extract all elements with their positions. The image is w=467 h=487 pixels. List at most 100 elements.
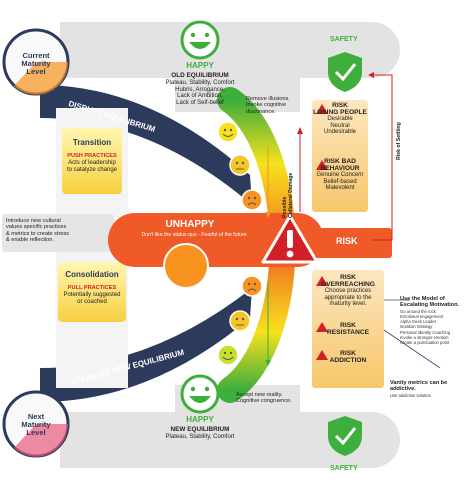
accept-reality-note: Accept new reality. Cognitive congruence… (236, 392, 316, 405)
risk-title: RISK (340, 350, 356, 357)
consolidation-card-bg (58, 262, 126, 322)
neutral-face-icon-2 (229, 310, 251, 332)
remove-note-line: Invoke cognitive (246, 102, 287, 109)
consolidation-line: or coached (77, 298, 107, 305)
accept-note-line: Accept new reality. (236, 392, 283, 398)
current-maturity-circle (2, 28, 70, 96)
smile-face-icon-1 (217, 121, 239, 143)
risk-addiction: RISK ADDICTION (312, 350, 384, 364)
warning-icon-5 (316, 350, 328, 360)
risk-title: OVERREACHING (321, 281, 375, 288)
top-shield-check-icon (328, 52, 362, 92)
model-note-item: Isolation Strategy (400, 324, 433, 330)
next-maturity-circle (2, 390, 70, 458)
risk-title: BEHAVIOUR (320, 165, 360, 172)
risk-line: Malevolent (325, 185, 355, 192)
top-grey-bar (60, 22, 400, 112)
next-maturity-level: Next Maturity Level (6, 413, 66, 437)
risk-title: ADDICTION (329, 357, 367, 364)
next-level-word: Next (27, 412, 45, 421)
warning-icon-1 (316, 104, 328, 114)
top-line: Lack of Self-belief (176, 99, 224, 106)
top-description: Plateau, Stability, Comfort Hubris, Arro… (150, 80, 250, 106)
risk-of-settling-label: Risk of Settling (396, 122, 402, 160)
next-level-word: Level (26, 428, 46, 437)
unhappy-label: UNHAPPY (165, 219, 215, 230)
transition-line: to catalyze change (66, 166, 118, 173)
bottom-happy-face-icon (180, 374, 220, 414)
warning-icon-3 (316, 276, 328, 286)
transition-title: Transition (72, 138, 112, 147)
risk-line: appropriate to the (324, 294, 372, 301)
current-level-word: Current (22, 51, 50, 60)
warning-icon-4 (316, 322, 328, 332)
consolidation-sub: PULL PRACTICES (67, 285, 117, 291)
vanity-note-item: Use addiction solution (390, 392, 431, 398)
remove-note-line: dissonance. (246, 108, 276, 115)
neutral-face-icon (229, 154, 251, 176)
model-note-item: Personal Identity Coaching (400, 329, 451, 335)
transition-card-bg (62, 128, 122, 194)
risk-losing-people: RISK LOSING PEOPLE Desirable Neutral Und… (312, 102, 368, 136)
model-note-item: Emotional engagement (400, 314, 444, 320)
bottom-description: Plateau, Stability, Comfort (165, 434, 235, 440)
model-note-item: Create a punctuation point (400, 340, 450, 346)
risk-title: RISK (340, 322, 356, 329)
risk-resistance: RISK RESISTANCE (312, 322, 384, 336)
remove-illusions-note: Remove illusions. Invoke cognitive disso… (246, 96, 310, 115)
risk-bad-behaviour: RISK BAD BEHAVIOUR Genuine Concern Belie… (312, 158, 368, 192)
bottom-shield-check-icon (328, 416, 362, 456)
risk-bar (292, 228, 392, 258)
risk-line: Desirable (327, 116, 353, 122)
model-note: Use the Model of Escalating Motivation. … (400, 296, 466, 345)
vanity-note-title: addictive. (390, 386, 416, 393)
model-note-title: Use the Model of (400, 296, 445, 302)
top-line: Plateau, Stability, Comfort (165, 80, 235, 86)
top-line: Lack of Ambition, (177, 93, 223, 100)
top-happy-face-icon (180, 20, 220, 60)
risk-line: Genuine Concern (316, 172, 364, 178)
worried-face-icon-2 (241, 275, 263, 297)
worried-face-icon (241, 189, 263, 211)
risk-title: LOSING PEOPLE (313, 109, 367, 116)
warning-icon-2 (316, 160, 328, 170)
risk-line: maturity level. (329, 301, 367, 308)
intro-note-line: values specific practices (6, 224, 67, 231)
risk-line: Neutral (330, 122, 350, 129)
risk-title: RESISTANCE (326, 329, 369, 336)
safety-label-top: SAFETY (330, 36, 358, 43)
transition-sub: PUSH PRACTICES (67, 153, 117, 159)
accept-note-line: Cognitive congruence. (236, 398, 292, 405)
bottom-title: NEW EQUILIBRIUM (170, 426, 230, 433)
risk-line: Undesirable (323, 129, 357, 136)
risk-line: Choose practices (324, 288, 372, 294)
current-maturity-level: Current Maturity Level (6, 52, 66, 76)
vanity-note: Vanity metrics can be addictive. Use add… (390, 380, 466, 398)
possible-damage-line: Collateral Damage (288, 172, 294, 218)
unhappy-description: Don't like the status quo - Fearful of t… (141, 232, 247, 238)
current-level-word: Level (26, 67, 46, 76)
top-line: Hubris, Arrogance, (175, 86, 225, 93)
bottom-happy-label: HAPPY (186, 415, 214, 424)
smile-face-icon-2 (217, 344, 239, 366)
consolidation-card: Consolidation PULL PRACTICES Potentially… (58, 270, 126, 305)
top-title: OLD EQUILIBRIUM (171, 72, 229, 79)
top-happy-label: HAPPY (186, 61, 214, 70)
intro-note-line: Introduce new cultural (6, 218, 61, 224)
possible-damage-label: Possible Collateral Damage (282, 173, 294, 218)
model-note-item: Alpha Geek Leader (400, 319, 437, 325)
next-level-word: Maturity (21, 420, 51, 429)
risk-title: RISK (340, 274, 356, 281)
bottom-grey-bar (60, 385, 400, 468)
remove-note-line: Remove illusions. (246, 96, 290, 102)
intro-note-line: & enable reflection. (6, 237, 54, 244)
risk-title: RISK BAD (324, 158, 356, 165)
intro-note: Introduce new cultural values specific p… (6, 218, 112, 244)
model-note-title: Escalating Motivation. (400, 302, 460, 309)
consolidation-line: Potentially suggested (63, 292, 121, 298)
risk-line: Belief-based (323, 178, 357, 185)
risk-main-label: RISK (336, 236, 358, 246)
transition-line: Acts of leadership (68, 160, 116, 166)
